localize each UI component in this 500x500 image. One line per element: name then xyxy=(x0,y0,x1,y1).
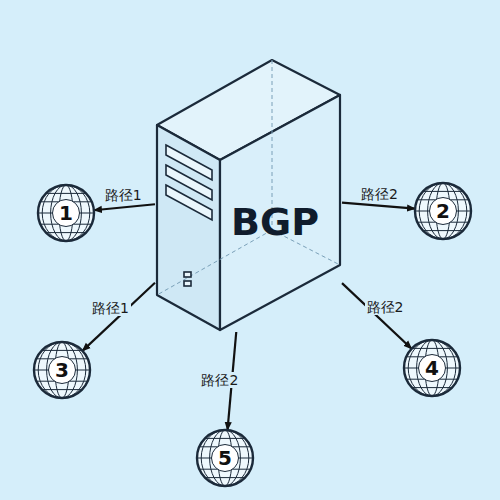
globe-number: 5 xyxy=(211,444,239,472)
globe-icon xyxy=(38,185,94,241)
path-label: 路径1 xyxy=(103,187,144,203)
globe-icon xyxy=(415,183,471,239)
server-label: BGP xyxy=(231,203,319,241)
path-label: 路径1 xyxy=(90,300,131,316)
route-arrow xyxy=(342,283,412,349)
server-right-face xyxy=(220,95,340,330)
globe-node: 5 xyxy=(197,430,253,486)
route-arrow xyxy=(342,203,415,209)
path-label: 路径2 xyxy=(359,186,400,202)
globe-number: 4 xyxy=(418,354,446,382)
path-label: 路径2 xyxy=(365,299,406,315)
globe-icon xyxy=(404,340,460,396)
port xyxy=(184,272,191,277)
path-label: 路径2 xyxy=(199,372,240,388)
server-box: BGP xyxy=(155,58,342,332)
globe-icon xyxy=(197,430,253,486)
globe-number: 1 xyxy=(52,199,80,227)
server-left-face xyxy=(157,125,220,330)
port xyxy=(184,281,191,286)
globe-icon xyxy=(34,342,90,398)
globe-node: 4 xyxy=(404,340,460,396)
globe-node: 1 xyxy=(38,185,94,241)
route-arrow xyxy=(82,283,155,351)
globe-number: 2 xyxy=(429,197,457,225)
globe-node: 3 xyxy=(34,342,90,398)
globe-node: 2 xyxy=(415,183,471,239)
drive-slot xyxy=(166,185,212,220)
globe-number: 3 xyxy=(48,356,76,384)
route-arrow xyxy=(94,204,155,210)
